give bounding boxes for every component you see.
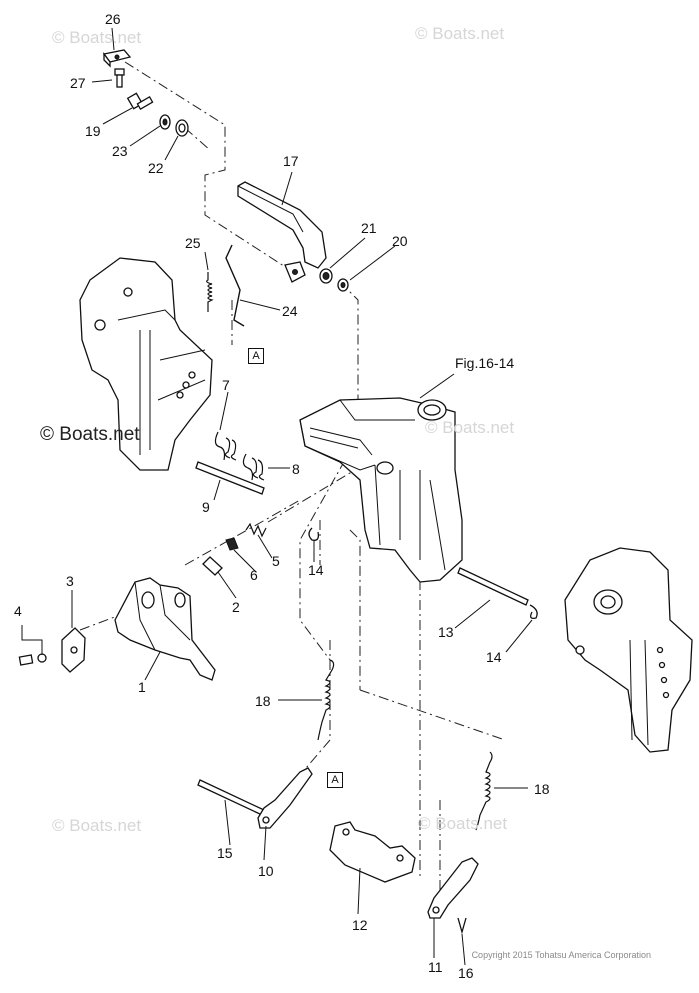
part-10-lever	[257, 767, 313, 829]
swivel-bracket	[299, 397, 463, 583]
callout-1: 1	[138, 679, 146, 695]
callout-7: 7	[222, 377, 230, 393]
part-14-clip-lower	[529, 604, 538, 620]
callout-5: 5	[272, 553, 280, 569]
callout-27: 27	[70, 75, 86, 91]
figure-reference: Fig.16-14	[455, 355, 515, 371]
part-27-screw	[114, 68, 125, 88]
left-clamp-bracket	[79, 257, 213, 471]
part-2-collar	[202, 556, 223, 576]
copyright-notice: Copyright 2015 Tohatsu America Corporati…	[471, 950, 651, 960]
part-14-clip-upper	[308, 527, 320, 541]
watermark: © Boats.net	[425, 418, 515, 437]
part-15-shaft	[197, 779, 265, 816]
callout-24: 24	[282, 303, 298, 319]
callout-26: 26	[105, 11, 121, 27]
callout-14: 14	[486, 649, 502, 665]
callout-22: 22	[148, 160, 164, 176]
callout-25: 25	[185, 235, 201, 251]
part-7-spring	[214, 431, 237, 461]
callout-20: 20	[392, 233, 408, 249]
part-6-clip	[225, 537, 239, 551]
watermark: © Boats.net	[52, 28, 142, 47]
callout-21: 21	[361, 220, 377, 236]
part-17-bracket	[237, 181, 327, 283]
watermark: © Boats.net	[418, 814, 508, 833]
part-23-washer	[159, 114, 171, 130]
part-19-bolt	[126, 92, 154, 110]
part-24-link	[225, 244, 245, 327]
part-22-washer	[175, 119, 189, 137]
callout-18: 18	[255, 693, 271, 709]
callout-2: 2	[232, 599, 240, 615]
part-12-plate	[329, 821, 416, 883]
part-11-lever	[427, 857, 479, 919]
right-clamp-bracket	[564, 547, 693, 753]
part-8-spring	[242, 453, 265, 481]
part-18-spring-left	[317, 659, 335, 741]
ref-box-a: A	[248, 348, 264, 364]
watermark: © Boats.net	[40, 424, 140, 445]
callout-10: 10	[258, 863, 274, 879]
part-21-collar	[319, 268, 333, 284]
callout-3: 3	[66, 573, 74, 589]
callout-13: 13	[438, 624, 454, 640]
part-20-washer	[337, 278, 349, 292]
callout-8: 8	[292, 461, 300, 477]
part-1-tilt-bracket	[114, 577, 216, 681]
part-16-pin	[457, 917, 467, 935]
callout-19: 19	[85, 123, 101, 139]
part-4-screw	[18, 653, 47, 666]
callout-18: 18	[534, 781, 550, 797]
part-9-pin	[195, 461, 265, 495]
leader-lines	[21, 27, 533, 966]
callout-17: 17	[283, 153, 299, 169]
callout-11: 11	[428, 959, 443, 975]
callout-9: 9	[202, 499, 210, 515]
callout-16: 16	[458, 965, 474, 981]
part-26-plate	[102, 49, 132, 68]
watermark: © Boats.net	[52, 816, 142, 835]
ref-box-a: A	[327, 772, 343, 788]
part-25-spring	[206, 272, 214, 312]
callout-15: 15	[217, 845, 233, 861]
callout-12: 12	[352, 917, 368, 933]
part-13-shaft	[457, 567, 529, 606]
callout-4: 4	[14, 603, 22, 619]
part-3-hole	[70, 646, 78, 654]
watermark: © Boats.net	[415, 24, 505, 43]
callout-6: 6	[250, 567, 258, 583]
part-5-spring	[245, 522, 267, 538]
callout-23: 23	[112, 143, 128, 159]
part-18-spring-right	[475, 751, 493, 831]
callout-14: 14	[308, 562, 324, 578]
